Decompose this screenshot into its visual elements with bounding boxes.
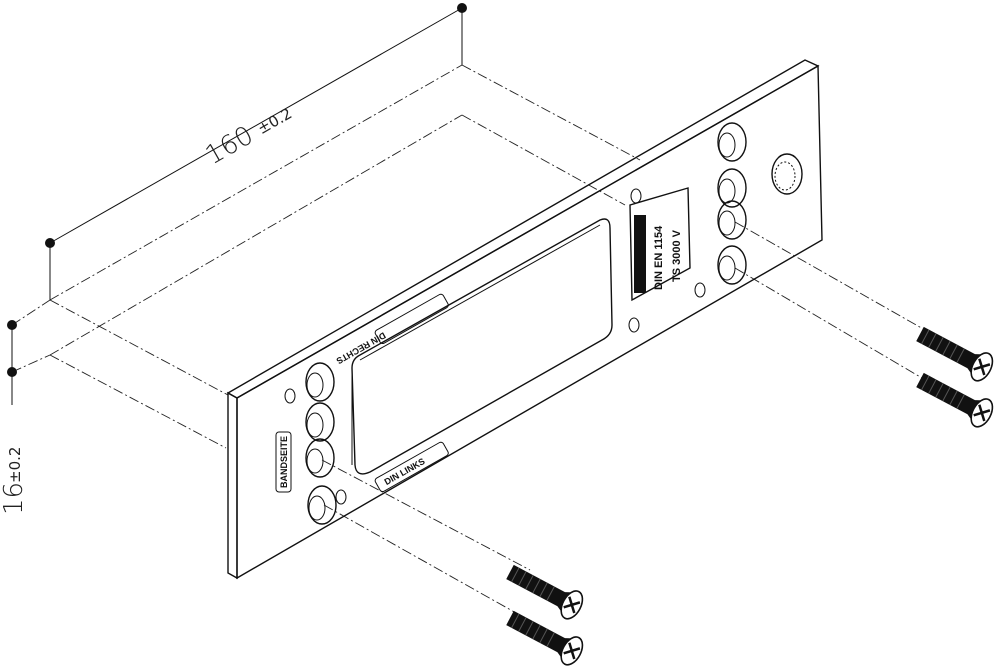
thickness-tolerance: ±0.2 bbox=[6, 447, 24, 483]
svg-text:DIN RECHTS: DIN RECHTS bbox=[335, 330, 388, 366]
mounting-plate: DIN RECHTS DIN LINKS BANDSEITE DIN EN 11… bbox=[226, 59, 823, 580]
type-plate: DIN EN 1154 TS 3000 V bbox=[629, 187, 691, 302]
length-tolerance: ±0.2 bbox=[254, 104, 295, 138]
model-text: TS 3000 V bbox=[671, 229, 683, 282]
standard-text: DIN EN 1154 bbox=[653, 225, 665, 290]
countersunk-holes bbox=[305, 122, 747, 525]
brand-logo bbox=[634, 215, 646, 293]
length-value: 160 bbox=[201, 120, 259, 171]
small-holes bbox=[284, 188, 706, 505]
svg-text:BANDSEITE: BANDSEITE bbox=[279, 436, 289, 488]
din-rechts-label: DIN RECHTS bbox=[335, 293, 449, 366]
projection-lines bbox=[11, 64, 926, 619]
bandseite-label: BANDSEITE bbox=[275, 431, 292, 493]
thickness-value: 16 bbox=[0, 482, 29, 515]
threaded-hole bbox=[771, 153, 803, 195]
thickness-dimension: 16 ±0.2 bbox=[0, 320, 29, 515]
length-dimension: 160 ±0.2 bbox=[45, 3, 467, 300]
